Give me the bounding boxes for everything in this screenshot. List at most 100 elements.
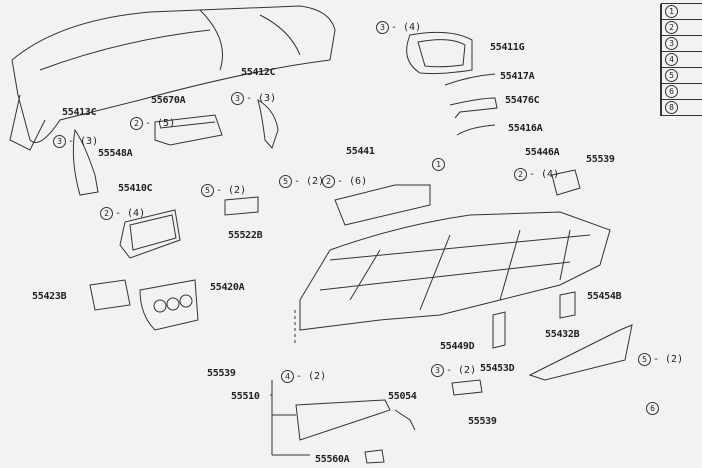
fastener-callout: 5- (2) — [201, 184, 246, 197]
fastener-callout: 3- (3) — [231, 92, 276, 105]
part-55410C — [119, 209, 181, 259]
fastener-callout: 2- (4) — [514, 168, 559, 181]
label-55446A: 55446A — [525, 147, 560, 158]
label-55054: 55054 — [388, 391, 417, 402]
legend-row: 1 — [661, 3, 702, 20]
legend-ref: 8 — [665, 101, 678, 114]
legend-ref: 4 — [665, 53, 678, 66]
legend-ref: 3 — [665, 37, 678, 50]
label-55476C: 55476C — [505, 95, 540, 106]
legend-ref: 6 — [665, 85, 678, 98]
fastener-ref: 3 — [53, 135, 66, 148]
fastener-ref: 2 — [100, 207, 113, 220]
fastener-ref: 4 — [281, 370, 294, 383]
label-55432B: 55432B — [545, 329, 580, 340]
fastener-callout: 1 — [432, 158, 447, 171]
fastener-ref: 5 — [638, 353, 651, 366]
fastener-qty: - (4) — [391, 22, 422, 33]
fastener-callout: 6 — [646, 402, 661, 415]
fastener-ref: 2 — [322, 175, 335, 188]
label-55560A: 55560A — [315, 454, 350, 465]
part-55413C — [72, 128, 99, 196]
label-55522B: 55522B — [228, 230, 263, 241]
part-55441 — [334, 184, 431, 226]
label-55449D: 55449D — [440, 341, 475, 352]
label-55670A: 55670A — [151, 95, 186, 106]
fastener-callout: 3- (2) — [431, 364, 476, 377]
fastener-ref: 2 — [514, 168, 527, 181]
label-55510: 55510 — [231, 391, 260, 402]
fastener-callout: 4- (2) — [281, 370, 326, 383]
fastener-callout: 2- (4) — [100, 207, 145, 220]
fastener-callout: 5- (2) — [279, 175, 324, 188]
fastener-ref: 3 — [431, 364, 444, 377]
fastener-qty: - (2) — [216, 185, 247, 196]
fastener-ref: 3 — [231, 92, 244, 105]
part-55670A — [154, 114, 223, 146]
label-55539: 55539 — [207, 368, 236, 379]
fastener-ref: 6 — [646, 402, 659, 415]
label-55539: 55539 — [468, 416, 497, 427]
fastener-qty: - (2) — [446, 365, 477, 376]
fastener-ref: 5 — [201, 184, 214, 197]
part-55560A — [364, 449, 385, 464]
legend-row: 4 — [661, 51, 702, 68]
part-55476C — [449, 97, 498, 119]
fastener-ref: 2 — [130, 117, 143, 130]
fastener-legend-table: 1 2 3 4 5 6 8 — [660, 3, 702, 116]
label-55412C: 55412C — [241, 67, 276, 78]
part-55432B — [528, 324, 633, 381]
fastener-qty: - (2) — [294, 176, 325, 187]
fastener-callout: 5- (2) — [638, 353, 683, 366]
part-55522B — [224, 196, 259, 216]
label-55417A: 55417A — [500, 71, 535, 82]
label-55539: 55539 — [586, 154, 615, 165]
label-55423B: 55423B — [32, 291, 67, 302]
legend-row: 8 — [661, 99, 702, 116]
fastener-ref: 1 — [432, 158, 445, 171]
part-55417A — [444, 73, 496, 86]
legend-ref: 2 — [665, 21, 678, 34]
fastener-ref: 3 — [376, 21, 389, 34]
part-55446A — [551, 169, 581, 196]
fastener-qty: - (3) — [68, 136, 99, 147]
fastener-qty: - (5) — [145, 118, 176, 129]
legend-ref: 1 — [665, 5, 678, 18]
legend-row: 6 — [661, 83, 702, 100]
part-55449D — [451, 379, 483, 396]
label-55416A: 55416A — [508, 123, 543, 134]
label-55548A: 55548A — [98, 148, 133, 159]
label-55413C: 55413C — [62, 107, 97, 118]
label-55453D: 55453D — [480, 363, 515, 374]
label-55420A: 55420A — [210, 282, 245, 293]
fastener-qty: - (2) — [653, 354, 684, 365]
part-55416A — [456, 124, 496, 136]
legend-row: 5 — [661, 67, 702, 84]
legend-ref: 5 — [665, 69, 678, 82]
part-55510 — [295, 399, 391, 441]
fastener-ref: 5 — [279, 175, 292, 188]
main-dash-frame — [294, 211, 611, 345]
label-55411G: 55411G — [490, 42, 525, 53]
fastener-callout: 2- (6) — [322, 175, 367, 188]
fastener-qty: - (3) — [246, 93, 277, 104]
fastener-qty: - (2) — [296, 371, 327, 382]
part-55453D — [492, 311, 506, 349]
part-55454B — [559, 291, 576, 319]
label-55441: 55441 — [346, 146, 375, 157]
label-55454B: 55454B — [587, 291, 622, 302]
part-55411G — [406, 31, 473, 75]
part-55412C — [257, 98, 279, 149]
fastener-qty: - (4) — [115, 208, 146, 219]
legend-row: 2 — [661, 19, 702, 36]
fastener-callout: 2- (5) — [130, 117, 175, 130]
dashboard-upper-panel — [9, 5, 336, 151]
fastener-callout: 3- (3) — [53, 135, 98, 148]
label-55410C: 55410C — [118, 183, 153, 194]
fastener-qty: - (4) — [529, 169, 560, 180]
legend-row: 3 — [661, 35, 702, 52]
part-55420A — [139, 279, 199, 331]
part-55054 — [394, 409, 416, 431]
part-55423B — [89, 279, 131, 311]
